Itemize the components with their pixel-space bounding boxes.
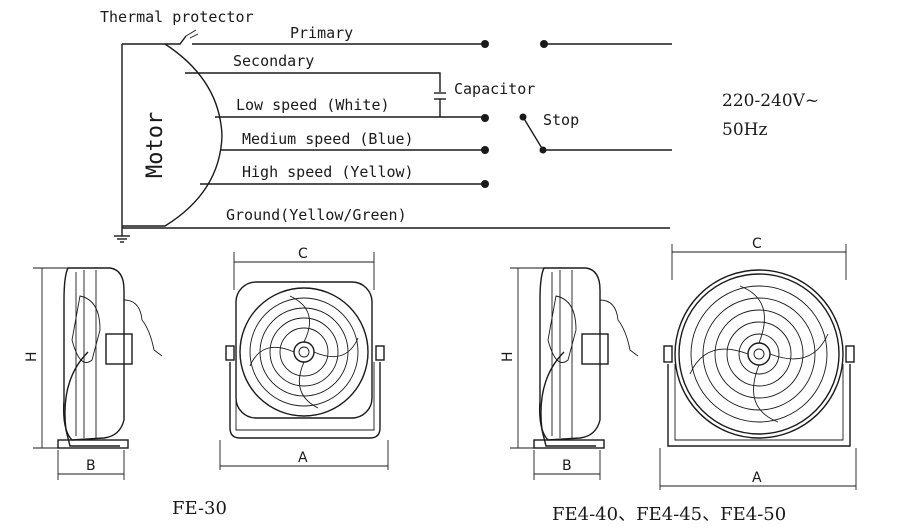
fe4-side-view: H B — [500, 267, 639, 480]
model-caption-right: FE4-40、FE4-45、FE4-50 — [552, 504, 786, 525]
fan-housing-side — [62, 267, 125, 441]
fan-guard-outer-ring — [239, 287, 369, 417]
fe30-side-view: H B — [24, 267, 163, 480]
thermal-protector-symbol — [185, 29, 199, 39]
base-label: A — [298, 450, 308, 466]
fe30-front-view: C A — [219, 246, 389, 470]
knob-left — [225, 345, 235, 361]
stand-frame — [667, 364, 851, 447]
switch-arm — [522, 116, 544, 151]
high-speed-label: High speed (Yellow) — [242, 163, 414, 181]
power-cord — [123, 299, 163, 357]
medium-speed-label: Medium speed (Blue) — [242, 130, 414, 148]
power-cord — [599, 299, 639, 357]
motor-body — [121, 43, 223, 228]
depth-label: B — [562, 458, 572, 474]
height-label: H — [500, 351, 516, 362]
stop-label: Stop — [543, 111, 579, 129]
width-label: C — [298, 246, 308, 262]
secondary-wire — [185, 72, 441, 92]
wiring-diagram: Motor Thermal protector Primary Secondar… — [100, 8, 819, 243]
low-speed-label: Low speed (White) — [236, 96, 390, 114]
frequency-label: 50Hz — [722, 120, 767, 140]
model-caption-left: FE-30 — [172, 498, 227, 519]
base-foot — [57, 439, 129, 449]
motor-housing-side — [581, 333, 609, 365]
knob-right — [845, 345, 855, 363]
base-label: A — [752, 470, 762, 486]
voltage-label: 220-240V~ — [722, 91, 819, 111]
stand-leg — [64, 351, 120, 447]
fan-housing-side — [538, 267, 601, 441]
hub — [747, 342, 771, 366]
ground-icon — [114, 228, 130, 243]
medium-speed-terminal — [481, 146, 489, 154]
blades-front — [689, 285, 829, 423]
stand-leg — [540, 351, 596, 447]
ground-label: Ground(Yellow/Green) — [226, 206, 407, 224]
motor-label: Motor — [143, 112, 168, 178]
blade-side — [71, 295, 101, 363]
primary-terminal — [481, 40, 489, 48]
thermal-protector-label: Thermal protector — [100, 8, 254, 26]
high-speed-terminal — [481, 180, 489, 188]
blade-side — [547, 295, 577, 363]
width-label: C — [752, 236, 762, 252]
primary-label: Primary — [290, 24, 353, 42]
fan-guard-frame — [235, 281, 373, 419]
knob-left — [663, 345, 673, 363]
base-foot — [533, 439, 605, 449]
knob-right — [375, 345, 385, 361]
height-label: H — [24, 351, 40, 362]
blades-front — [249, 295, 359, 409]
secondary-label: Secondary — [233, 52, 314, 70]
low-speed-terminal — [481, 114, 489, 122]
depth-label: B — [86, 458, 96, 474]
motor-housing-side — [105, 333, 133, 365]
stand-frame — [229, 362, 381, 439]
primary-wire — [165, 35, 484, 45]
capacitor-label: Capacitor — [454, 80, 535, 98]
fe4-front-view: C A — [659, 236, 857, 490]
fan-guard-outer-ring — [674, 269, 844, 439]
hub — [293, 341, 315, 363]
